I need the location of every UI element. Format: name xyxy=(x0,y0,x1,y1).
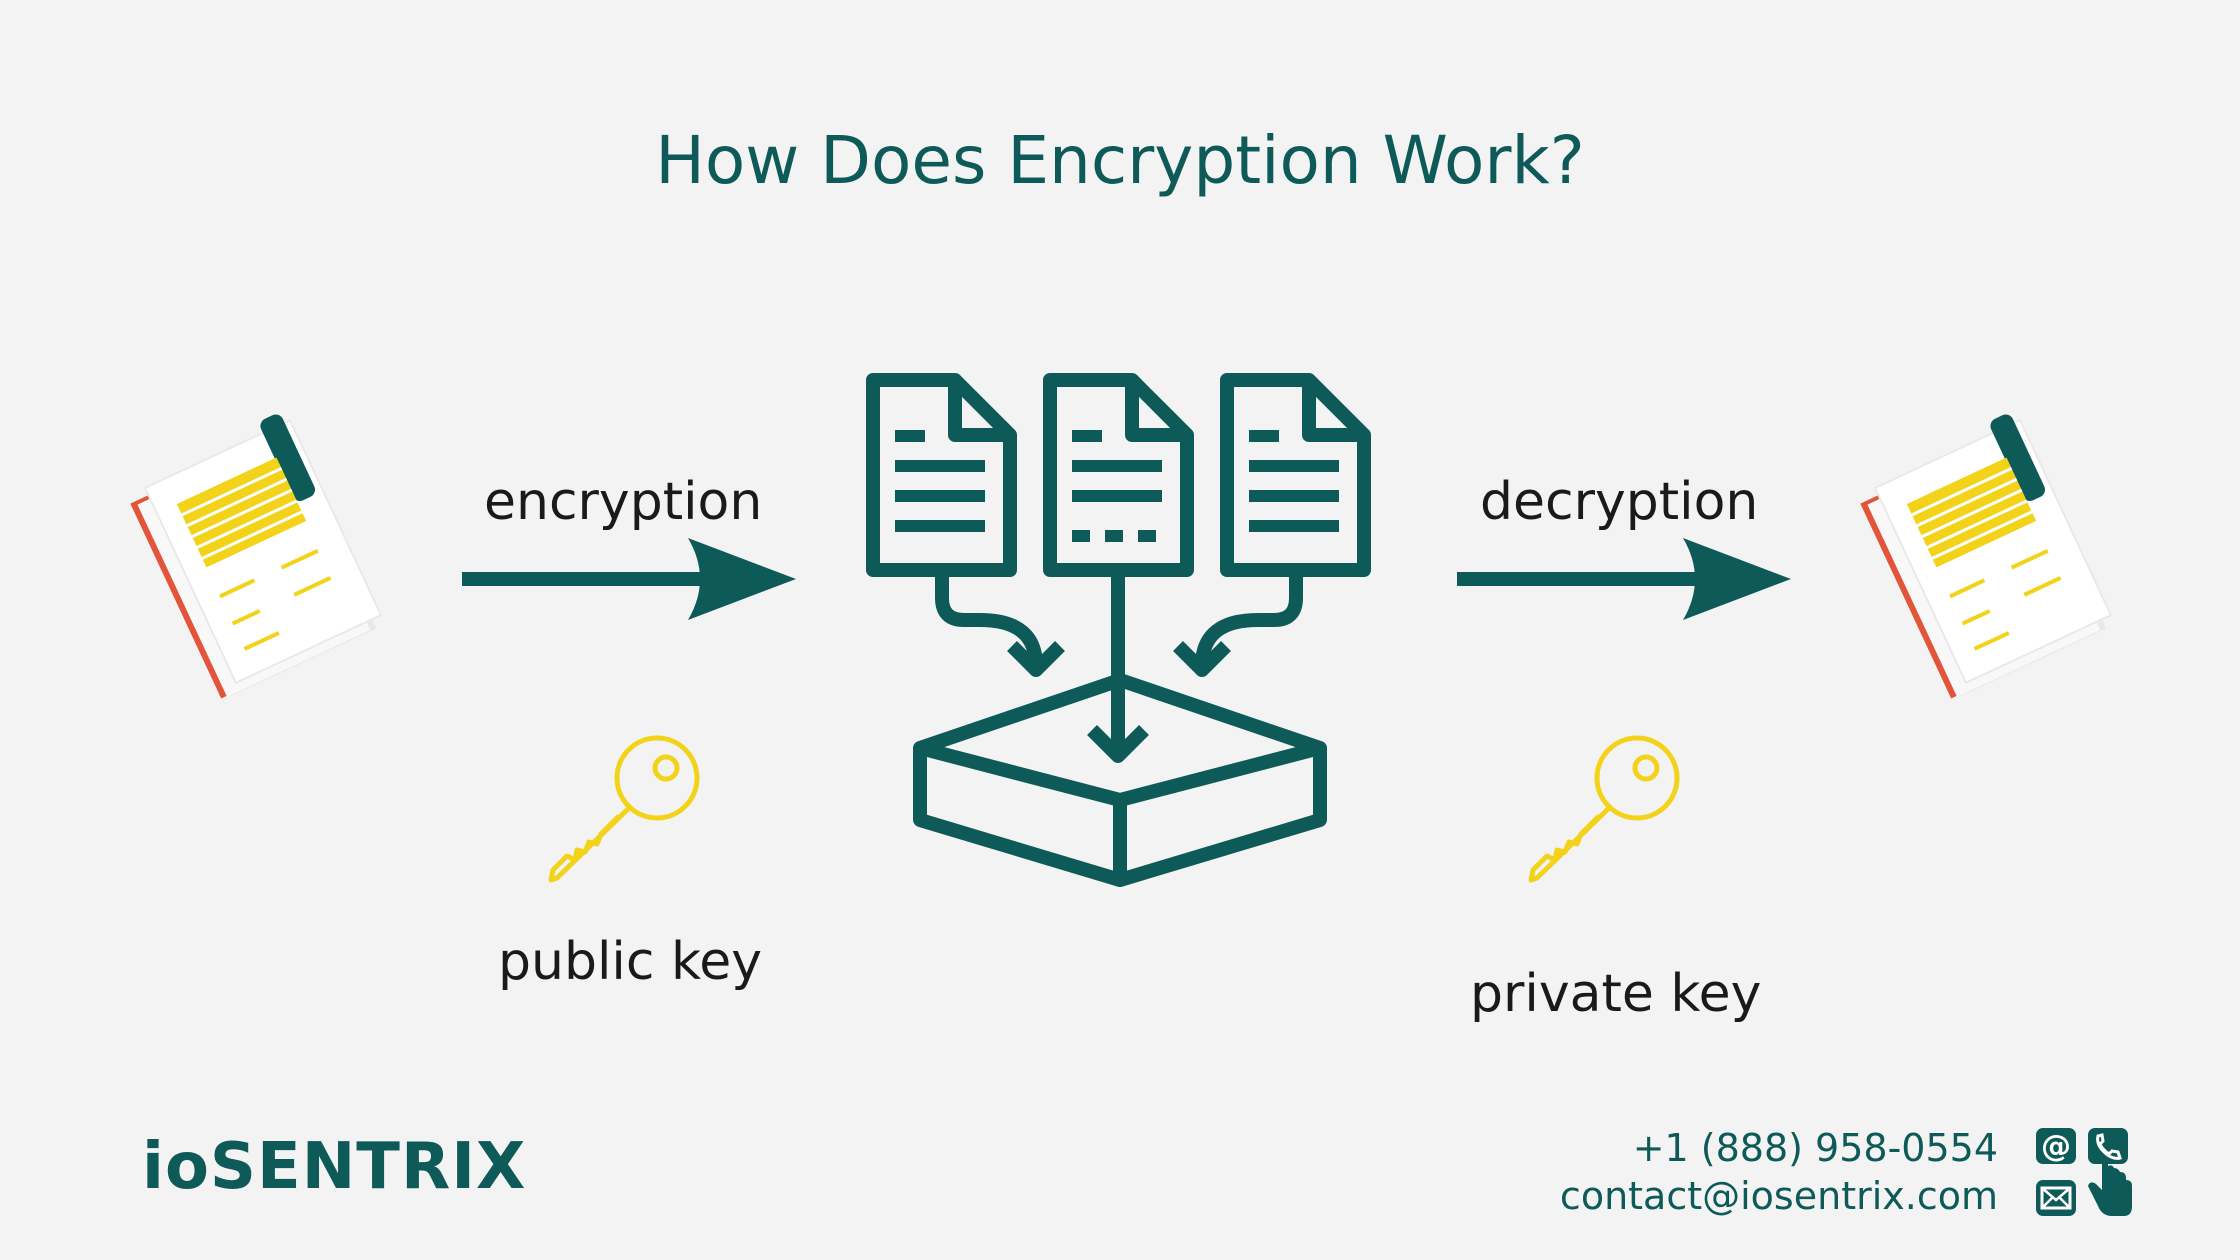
decrypted-documents-icon xyxy=(1860,414,2113,699)
encryption-label: encryption xyxy=(484,472,763,532)
brand-logo: ioSENTRIX xyxy=(142,1130,527,1204)
contact-icons: @ xyxy=(2036,1128,2132,1216)
decryption-label: decryption xyxy=(1480,472,1759,532)
encrypted-files-icon xyxy=(866,373,1371,887)
private-key-icon xyxy=(1528,735,1680,883)
at-icon: @ xyxy=(2036,1128,2076,1164)
public-key-icon xyxy=(548,735,700,883)
pointer-hand-icon xyxy=(2088,1156,2132,1216)
encryption-arrow-icon xyxy=(462,538,796,620)
private-key-label: private key xyxy=(1470,964,1762,1024)
phone-number[interactable]: +1 (888) 958-0554 xyxy=(1632,1126,1998,1170)
page-title: How Does Encryption Work? xyxy=(655,122,1585,199)
source-documents-icon xyxy=(130,414,383,699)
public-key-label: public key xyxy=(498,932,763,992)
svg-text:@: @ xyxy=(2041,1129,2071,1164)
decryption-arrow-icon xyxy=(1457,538,1791,620)
mail-icon xyxy=(2036,1180,2076,1216)
phone-icon xyxy=(2088,1128,2128,1164)
email-address[interactable]: contact@iosentrix.com xyxy=(1559,1174,1998,1218)
